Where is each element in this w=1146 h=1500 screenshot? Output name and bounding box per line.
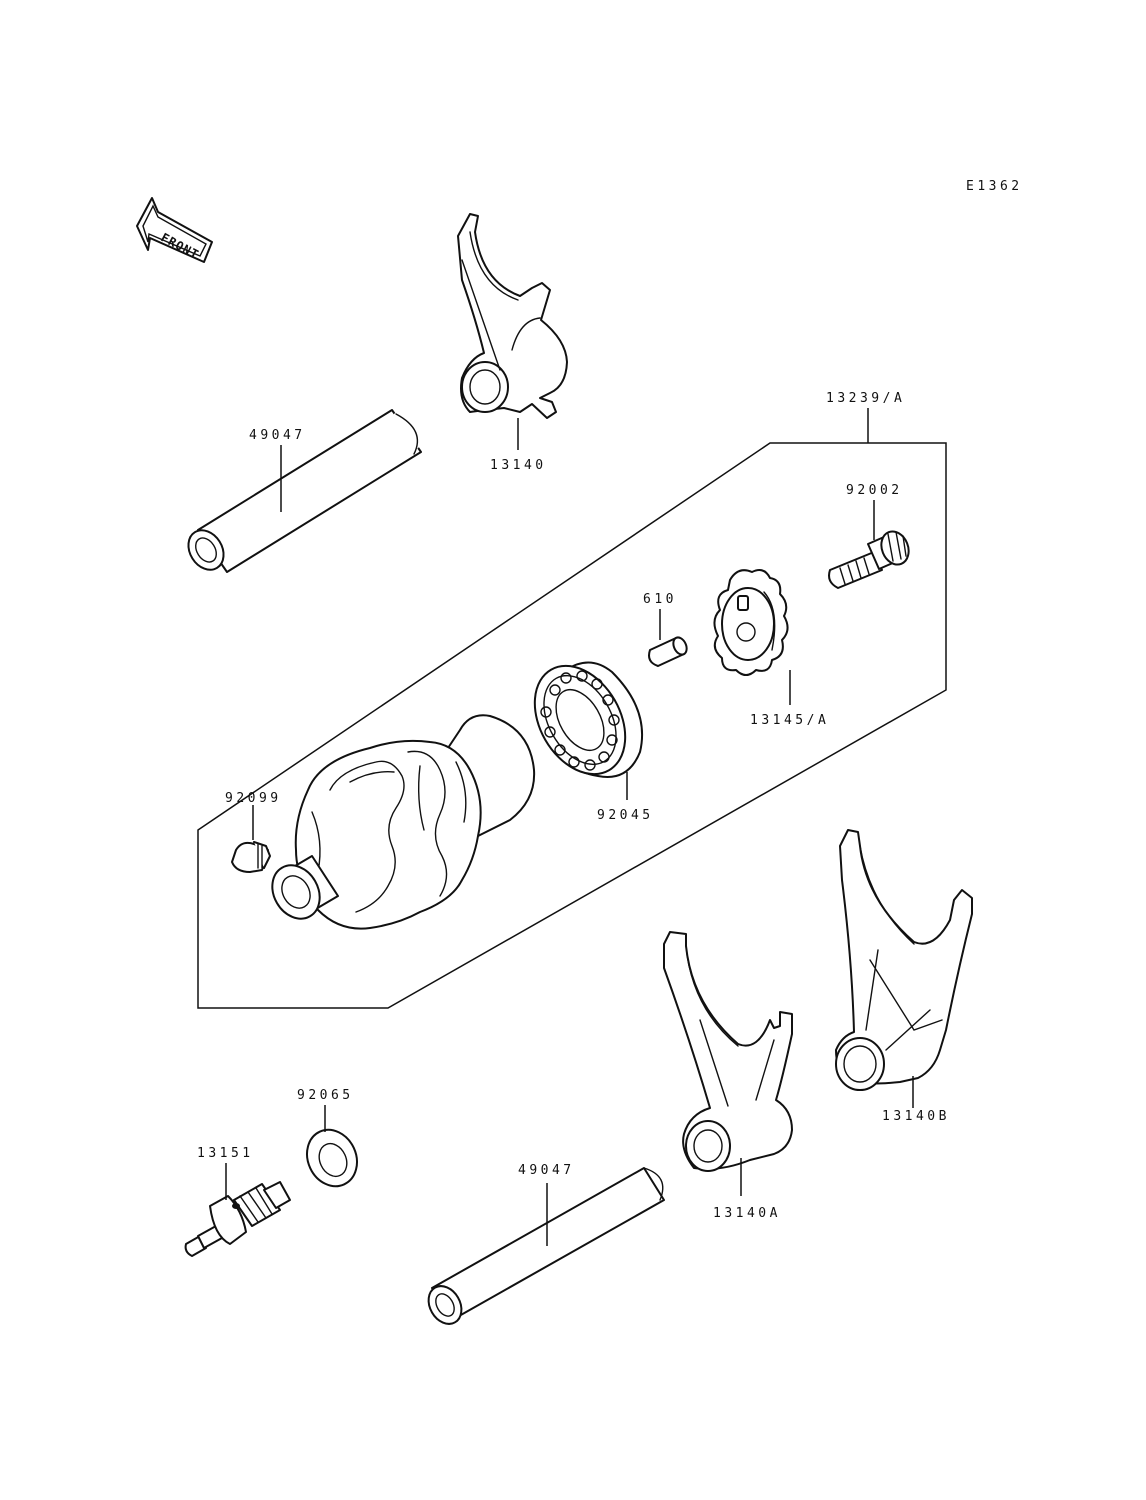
neutral-switch (184, 1181, 291, 1257)
switch-label: 13151 (197, 1146, 254, 1161)
shift-fork-b (835, 829, 973, 1091)
ball-bearing (533, 661, 644, 778)
shaft-bottom-label: 49047 (518, 1163, 575, 1178)
washer (306, 1128, 358, 1188)
shift-drum (271, 714, 536, 930)
fork-shaft-bottom (427, 1167, 665, 1325)
bolt-label: 92002 (846, 483, 903, 498)
fork-b-label: 13140B (882, 1109, 950, 1124)
fork-a-label: 13140A (713, 1206, 781, 1221)
pin-label: 610 (643, 592, 677, 607)
dowel-label: 92099 (225, 791, 282, 806)
fork-top-label: 13140 (490, 458, 547, 473)
diagram-code: E1362 (966, 179, 1023, 194)
shift-fork-top (457, 213, 568, 419)
fork-shaft-top (187, 409, 422, 573)
pin (648, 636, 688, 667)
dowel-pin (231, 841, 271, 873)
bolt (828, 530, 910, 589)
shift-drum-operating-plate (713, 569, 789, 676)
shift-fork-a (663, 931, 793, 1172)
drum-assembly-outline (197, 442, 947, 1009)
washer-label: 92065 (297, 1088, 354, 1103)
bearing-label: 92045 (597, 808, 654, 823)
plate-label: 13145/A (750, 713, 829, 728)
front-arrow-icon: FRONT (136, 197, 213, 263)
drum-assembly-label: 13239/A (826, 391, 905, 406)
shaft-top-label: 49047 (249, 428, 306, 443)
